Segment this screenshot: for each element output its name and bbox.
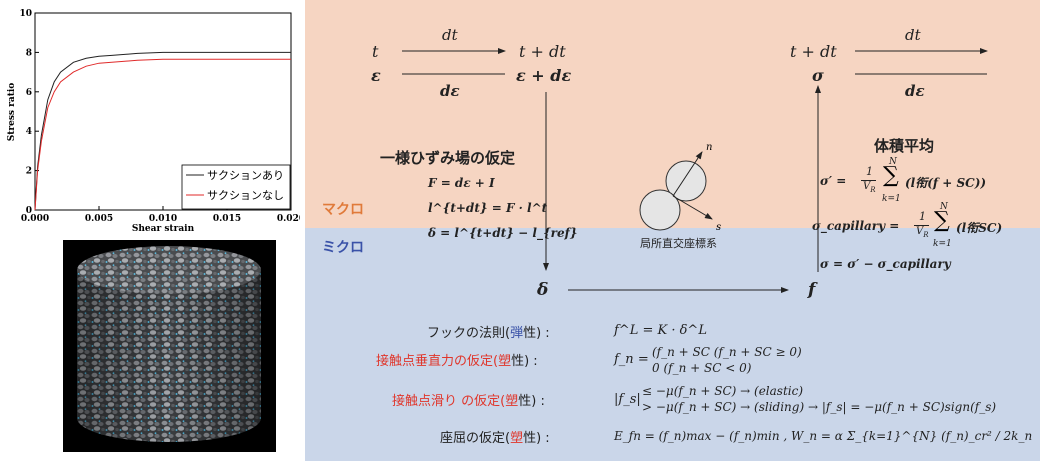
- x-tick-label: 0.020: [277, 214, 300, 224]
- sigma-capillary-lhs: σ_capillary =: [812, 219, 900, 233]
- series-line-1: [34, 51, 291, 211]
- delta: δ: [537, 280, 549, 300]
- sum-body-2: (l衔SC): [956, 221, 1003, 235]
- sum-body-1: (l衔(f + SC)): [905, 176, 987, 190]
- sum-upper-2: N: [940, 202, 948, 212]
- x-tick-label: 0.010: [149, 214, 177, 224]
- y-tick-label: 4: [26, 127, 32, 137]
- x-tick-label: 0.015: [213, 214, 241, 224]
- law-normal-lhs: f_n =: [614, 352, 649, 367]
- y-tick-label: 2: [26, 167, 32, 177]
- dt-left: dt: [442, 26, 458, 44]
- law-buckling-eq: E_fn = (f_n)max − (f_n)min , W_n = α Σ_{…: [614, 429, 1033, 443]
- legend-box: [181, 164, 291, 210]
- sum-upper-1: N: [889, 157, 897, 167]
- t-plus-dt-left: t + dt: [519, 42, 566, 61]
- tangent-axis-s: [672, 195, 713, 220]
- x-tick-label: 0.000: [21, 214, 49, 224]
- uniform-eq-1: F = dε + I: [428, 176, 495, 190]
- series-line-2: [34, 58, 291, 211]
- local-coord-label: 局所直交座標系: [640, 237, 717, 250]
- micro-label: ミクロ: [322, 240, 364, 256]
- law-sliding-case-2: > −μ(f_n + SC) → (sliding) → |f_s| = −μ(…: [642, 400, 997, 414]
- x-tick-label: 0.005: [85, 214, 113, 224]
- sum-lower-1: k=1: [882, 194, 901, 204]
- t-plus-dt-right: t + dt: [790, 42, 837, 61]
- frac-one-2: 1: [919, 210, 926, 223]
- specimen-image: [63, 240, 276, 452]
- uniform-eq-3: δ = l^{t+dt} − l_{ref}: [428, 226, 578, 240]
- t-left: t: [372, 42, 379, 61]
- law-normal-case-2: 0 (f_n + SC < 0): [652, 361, 752, 375]
- y-tick-label: 10: [19, 9, 32, 19]
- legend-label-2: サクションなし: [207, 189, 284, 202]
- law-normal-case-1: (f_n + SC (f_n + SC ≥ 0): [652, 345, 802, 359]
- dt-right: dt: [905, 26, 921, 44]
- frac-vr-1: VR: [863, 181, 876, 194]
- uniform-strain-title: 一様ひずみ場の仮定: [380, 149, 516, 167]
- axis-ticks: 0.000 0.005 0.010 0.015 0.020 0 2 4 6 8 10: [19, 9, 300, 224]
- frac-vr-2: VR: [916, 226, 929, 239]
- sigma-total-eq: σ = σ′ − σ_capillary: [820, 257, 951, 271]
- frac-one-1: 1: [866, 165, 873, 178]
- sum-lower-2: k=1: [933, 239, 952, 249]
- eps-left: ε: [371, 66, 381, 85]
- law-buckling: 座屈の仮定(塑性) :: [440, 431, 550, 446]
- sigma: σ: [812, 66, 824, 85]
- y-tick-label: 6: [26, 88, 32, 98]
- law-sliding-case-1: ≤ −μ(f_n + SC) → (elastic): [642, 384, 804, 398]
- granular-cylinder-picture: [77, 246, 261, 442]
- eps-plus-deps: ε + dε: [516, 66, 572, 85]
- uniform-eq-2: l^{t+dt} = F · l^t: [428, 201, 548, 215]
- law-hooke-eq: f^L = K · δ^L: [614, 323, 707, 338]
- series-lines: [34, 51, 291, 211]
- deps-right: dε: [905, 82, 925, 100]
- law-normal: 接触点垂直力の仮定(塑性) :: [376, 354, 538, 369]
- volume-average-title: 体積平均: [874, 137, 935, 155]
- frac-bar-2: [914, 225, 929, 226]
- axis-label-s: s: [716, 222, 721, 233]
- f: f: [808, 280, 816, 300]
- sigma-prime-lhs: σ′ =: [820, 174, 847, 188]
- y-tick-label: 8: [26, 48, 32, 58]
- sum-symbol-1: ∑: [883, 163, 899, 188]
- law-hooke: フックの法則(弾性) :: [427, 326, 550, 341]
- normal-axis-n: [672, 151, 703, 197]
- law-sliding: 接触点滑り の仮定(塑性) :: [392, 394, 545, 409]
- deps-left: dε: [440, 82, 460, 100]
- sum-symbol-2: ∑: [934, 208, 950, 233]
- law-sliding-lhs: |f_s|: [614, 392, 641, 407]
- frac-bar-1: [861, 180, 876, 181]
- x-axis-label: Shear strain: [132, 224, 195, 234]
- y-axis-label: Stress ratio: [7, 83, 17, 142]
- legend-label-1: サクションあり: [207, 169, 284, 182]
- stress-ratio-chart: 0.000 0.005 0.010 0.015 0.020 0 2 4 6 8 10 Shear s…: [7, 9, 300, 234]
- axis-label-n: n: [706, 142, 712, 153]
- particle-lower: [639, 189, 681, 231]
- y-tick-label: 0: [26, 206, 32, 216]
- micro-panel: [305, 228, 1040, 461]
- macro-label: マクロ: [322, 202, 364, 218]
